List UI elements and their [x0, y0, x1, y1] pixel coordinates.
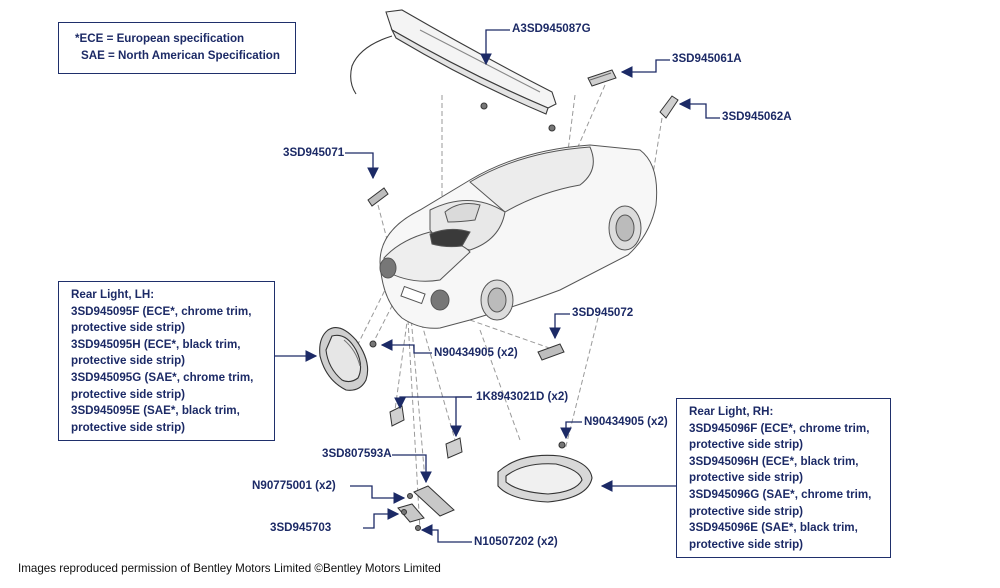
rear-lh-line: protective side strip)	[71, 321, 186, 335]
legend-box: *ECE = European specification SAE = Nort…	[58, 22, 296, 74]
rear-rh-line: protective side strip)	[689, 504, 804, 518]
rear-lh-title: Rear Light, LH:	[71, 288, 155, 301]
label-703: 3SD945703	[270, 521, 332, 534]
rear-rh-line: protective side strip)	[689, 438, 804, 452]
rear-lh-line: 3SD945095E (SAE*, black trim,	[71, 404, 240, 418]
car-body	[379, 144, 658, 329]
copyright-footer: Images reproduced permission of Bentley …	[18, 562, 441, 575]
lamp-062	[659, 95, 679, 119]
rear-rh-line: 3SD945096H (ECE*, black trim,	[689, 454, 859, 468]
callout-lines	[275, 29, 720, 543]
label-072: 3SD945072	[572, 306, 634, 319]
lamp-061	[587, 69, 617, 87]
label-061: 3SD945061A	[672, 52, 742, 65]
label-n907: N90775001 (x2)	[252, 479, 336, 492]
rear-rh-line: protective side strip)	[689, 537, 804, 551]
rear-rh-line: 3SD945096G (SAE*, chrome trim,	[689, 487, 872, 501]
rear-lh-line: protective side strip)	[71, 387, 186, 401]
rear-light-lh	[319, 327, 369, 391]
rear-light-rh-box: Rear Light, RH: 3SD945096F (ECE*, chrome…	[676, 398, 891, 558]
spoiler-part	[350, 9, 557, 132]
label-807: 3SD807593A	[322, 447, 392, 460]
rear-light-rh	[497, 441, 593, 503]
rear-rh-line: 3SD945096E (SAE*, black trim,	[689, 521, 858, 535]
label-n105: N10507202 (x2)	[474, 535, 558, 548]
rear-lh-line: protective side strip)	[71, 354, 186, 368]
rear-rh-line: 3SD945096F (ECE*, chrome trim,	[689, 421, 870, 435]
legend-ece: *ECE = European specification	[75, 32, 245, 45]
label-spoiler: A3SD945087G	[512, 22, 591, 35]
rear-rh-line: protective side strip)	[689, 471, 804, 485]
label-n904-left: N90434905 (x2)	[434, 346, 518, 359]
label-071: 3SD945071	[283, 146, 345, 159]
rear-lh-line: 3SD945095H (ECE*, black trim,	[71, 337, 241, 351]
lamp-071	[367, 187, 389, 207]
small-parts	[369, 340, 565, 531]
label-1k8: 1K8943021D (x2)	[476, 390, 569, 403]
rear-lh-line: 3SD945095G (SAE*, chrome trim,	[71, 370, 254, 384]
rear-light-lh-box: Rear Light, LH: 3SD945095F (ECE*, chrome…	[58, 281, 275, 441]
label-n904-right: N90434905 (x2)	[584, 415, 668, 428]
legend-sae: SAE = North American Specification	[81, 49, 280, 62]
rear-lh-line: protective side strip)	[71, 420, 186, 434]
rear-rh-title: Rear Light, RH:	[689, 405, 774, 418]
label-062: 3SD945062A	[722, 110, 792, 123]
rear-lh-line: 3SD945095F (ECE*, chrome trim,	[71, 304, 252, 318]
